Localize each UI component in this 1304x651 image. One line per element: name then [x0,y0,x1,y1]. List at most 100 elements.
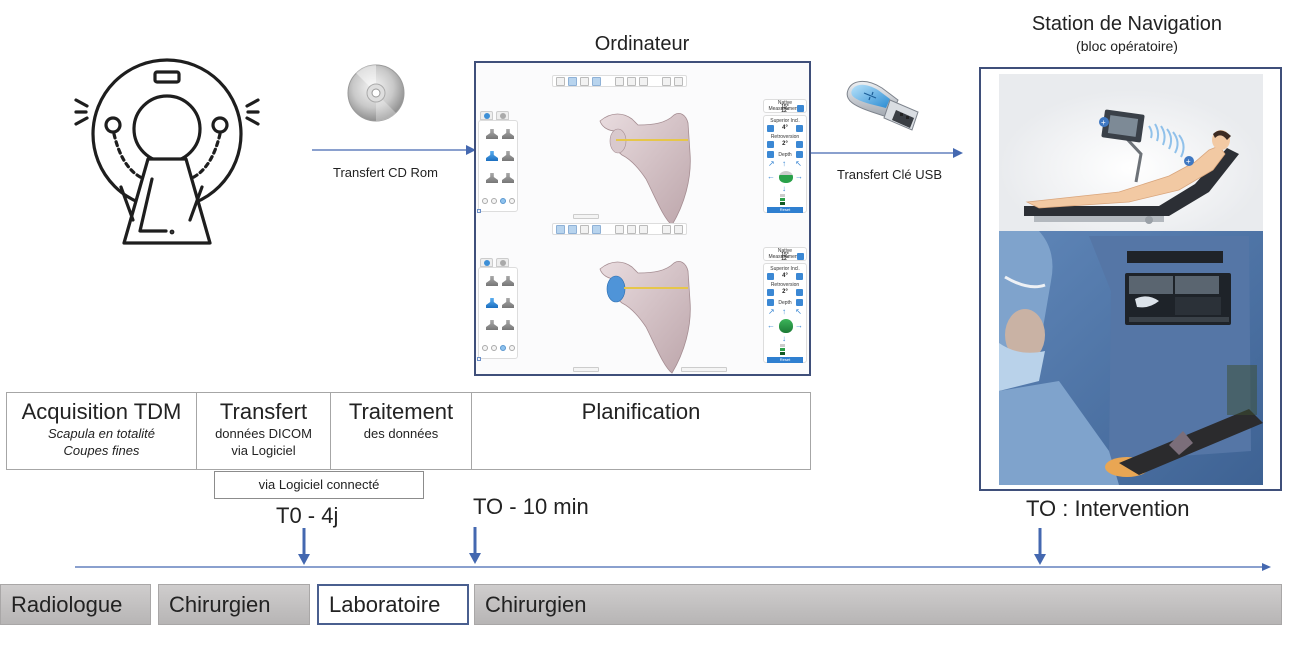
phase-processing: Traitement des données [331,393,472,469]
legend-contact-2mm [780,352,785,355]
implant-tab[interactable] [480,111,493,120]
size-s[interactable] [482,198,488,204]
toolbar-button[interactable] [615,77,624,86]
toolbar-button[interactable] [627,225,636,234]
superior-incl-label: Superior Incl. [770,266,800,272]
superior-incl-value: 4° [782,125,788,131]
annular-checkbox[interactable] [477,209,481,213]
adjustment-panel: Superior Incl. 4° Retroversion 2° Depth … [763,263,807,363]
timeline [75,527,1271,571]
depth-label: Depth [778,152,792,158]
toolbar-button[interactable] [662,225,671,234]
scapula-model [599,113,691,226]
toolbar-button[interactable] [615,225,624,234]
toolbar-button[interactable] [580,77,589,86]
native-measurements-panel: Native Measurements 15° 12° [763,247,807,262]
size-l[interactable] [500,198,506,204]
size-l[interactable] [500,345,506,351]
phase-detail: données DICOM [215,426,312,441]
implant-option[interactable] [502,173,514,183]
rotate-right-button[interactable] [796,141,803,148]
settings-tab[interactable] [496,111,509,120]
phase-detail: via Logiciel [231,443,296,458]
depth-plus-button[interactable] [796,299,803,306]
arrow-right-icon[interactable]: → [795,172,803,181]
toolbar-button[interactable] [627,77,636,86]
implant-option-selected[interactable] [486,151,498,161]
annular-checkbox[interactable] [477,357,481,361]
rotate-left-button[interactable] [767,141,774,148]
retroversion-label: Retroversion [770,134,800,140]
legend-contact [780,198,785,201]
size-xl[interactable] [509,345,515,351]
settings-tab[interactable] [496,258,509,267]
depth-label: Depth [778,300,792,306]
native-measurements-panel: Native Measurements 15° 12° [763,99,807,114]
arrow-up-left-icon[interactable]: ↗ [768,307,775,316]
arrow-up-icon[interactable]: ↑ [782,159,786,168]
toolbar-button[interactable] [592,77,601,86]
arrow-up-right-icon[interactable]: ↖ [795,159,802,168]
implant-option[interactable] [486,276,498,286]
arrow-left-icon[interactable]: ← [767,321,775,330]
phase-planning: Planification [472,393,810,469]
implant-option[interactable] [502,129,514,139]
toolbar-button[interactable] [568,225,577,234]
rotate-left-button[interactable] [767,273,774,280]
toolbar-button[interactable] [568,77,577,86]
arrow-up-left-icon[interactable]: ↗ [768,159,775,168]
view-toolbar [552,223,687,235]
edit-icon[interactable] [797,253,804,260]
capture-button[interactable] [573,214,599,219]
toolbar-button[interactable] [662,77,671,86]
rotate-right-button[interactable] [796,289,803,296]
svg-text:+: + [1101,118,1106,127]
toolbar-button[interactable] [639,225,648,234]
arrow-up-right-icon[interactable]: ↖ [795,307,802,316]
arrow-right-icon[interactable]: → [795,321,803,330]
toolbar-button[interactable] [639,77,648,86]
implant-option[interactable] [486,173,498,183]
arrow-down-icon[interactable]: ↓ [782,334,786,343]
toolbar-button[interactable] [592,225,601,234]
toolbar-button[interactable] [556,225,565,234]
phase-detail: Scapula en totalité [48,426,155,441]
reset-button[interactable]: Reset [767,357,803,363]
implant-option[interactable] [486,129,498,139]
toolbar-button[interactable] [580,225,589,234]
rotate-left-button[interactable] [767,289,774,296]
rotate-left-button[interactable] [767,125,774,132]
arrow-down-icon[interactable]: ↓ [782,184,786,193]
implant-option[interactable] [486,320,498,330]
implant-option[interactable] [502,151,514,161]
rotate-right-button[interactable] [796,273,803,280]
size-xl[interactable] [509,198,515,204]
retroversion-label: Retroversion [770,282,800,288]
implant-option[interactable] [502,276,514,286]
toolbar-button[interactable] [674,225,683,234]
implant-option-selected[interactable] [486,298,498,308]
implant-option[interactable] [502,320,514,330]
size-m[interactable] [491,345,497,351]
reset-button[interactable]: Reset [767,207,803,213]
phase-acquisition: Acquisition TDM Scapula en totalité Coup… [7,393,197,469]
toolbar-button[interactable] [674,77,683,86]
depth-minus-button[interactable] [767,299,774,306]
role-laboratoire: Laboratoire [317,584,469,625]
arrow-left-icon[interactable]: ← [767,172,775,181]
capture-button[interactable] [573,367,599,372]
rotate-right-button[interactable] [796,125,803,132]
phase-title: Traitement [348,399,454,424]
size-m[interactable] [491,198,497,204]
implant-tab[interactable] [480,258,493,267]
depth-plus-button[interactable] [796,151,803,158]
implant-option[interactable] [502,298,514,308]
legend-no-contact [780,194,785,197]
toolbar-button[interactable] [556,77,565,86]
edit-icon[interactable] [797,105,804,112]
arrow-up-icon[interactable]: ↑ [782,307,786,316]
size-s[interactable] [482,345,488,351]
marker-label-intervention: TO : Intervention [1026,496,1190,521]
views-button[interactable] [681,367,727,372]
depth-minus-button[interactable] [767,151,774,158]
